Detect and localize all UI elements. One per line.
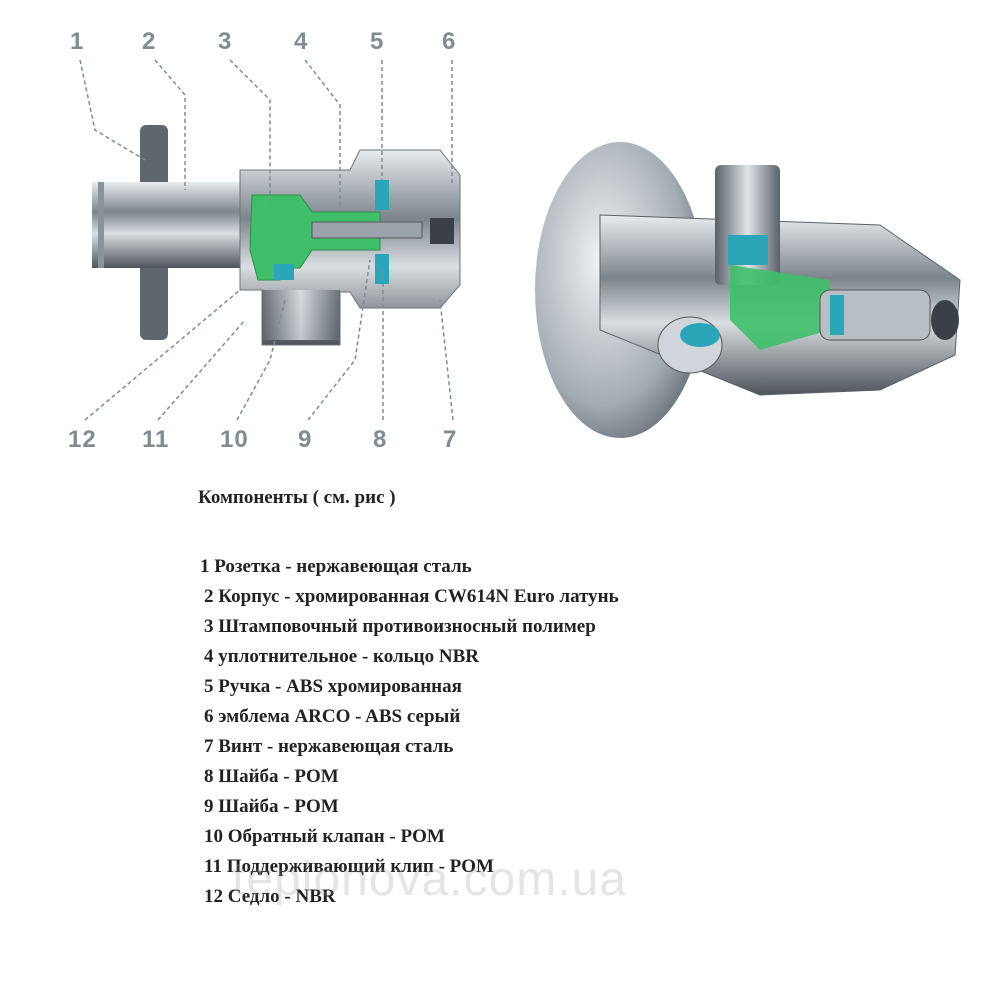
callout-leaders (79, 59, 454, 421)
callout-4: 4 (294, 28, 309, 55)
components-title: Компоненты ( см. рис ) (198, 487, 396, 508)
component-item: 6 эмблема ARCO - ABS серый (204, 706, 461, 727)
callout-10: 10 (220, 426, 249, 453)
callout-6: 6 (442, 28, 457, 55)
callout-12: 12 (68, 426, 97, 453)
callout-9: 9 (298, 426, 313, 453)
component-item: 8 Шайба - POM (204, 766, 339, 787)
component-item: 12 Седло - NBR (204, 886, 336, 907)
valve-3d-view (535, 142, 961, 438)
component-item: 10 Обратный клапан - POM (204, 826, 445, 847)
callout-1: 1 (70, 28, 85, 55)
callout-5: 5 (370, 28, 385, 55)
callout-11: 11 (142, 426, 170, 453)
callout-3: 3 (218, 28, 233, 55)
component-item: 3 Штамповочный противоизносный полимер (204, 616, 596, 637)
component-item: 2 Корпус - хромированная CW614N Euro лат… (204, 586, 619, 607)
callout-7: 7 (443, 426, 458, 453)
components-list: 1 Розетка - нержавеющая сталь 2 Корпус -… (200, 552, 619, 912)
component-item: 7 Винт - нержавеющая сталь (204, 736, 454, 757)
component-item: 9 Шайба - POM (204, 796, 339, 817)
component-item: 4 уплотнительное - кольцо NBR (204, 646, 479, 667)
watermark: teplonova.com.ua (232, 853, 627, 906)
component-item: 5 Ручка - ABS хромированная (204, 676, 462, 697)
valve-diagram (79, 59, 961, 438)
component-item: 11 Поддерживающий клип - POM (204, 856, 494, 877)
cross-section-view (92, 125, 461, 346)
callout-2: 2 (142, 28, 157, 55)
callout-8: 8 (373, 426, 388, 453)
component-item: 1 Розетка - нержавеющая сталь (200, 556, 472, 577)
